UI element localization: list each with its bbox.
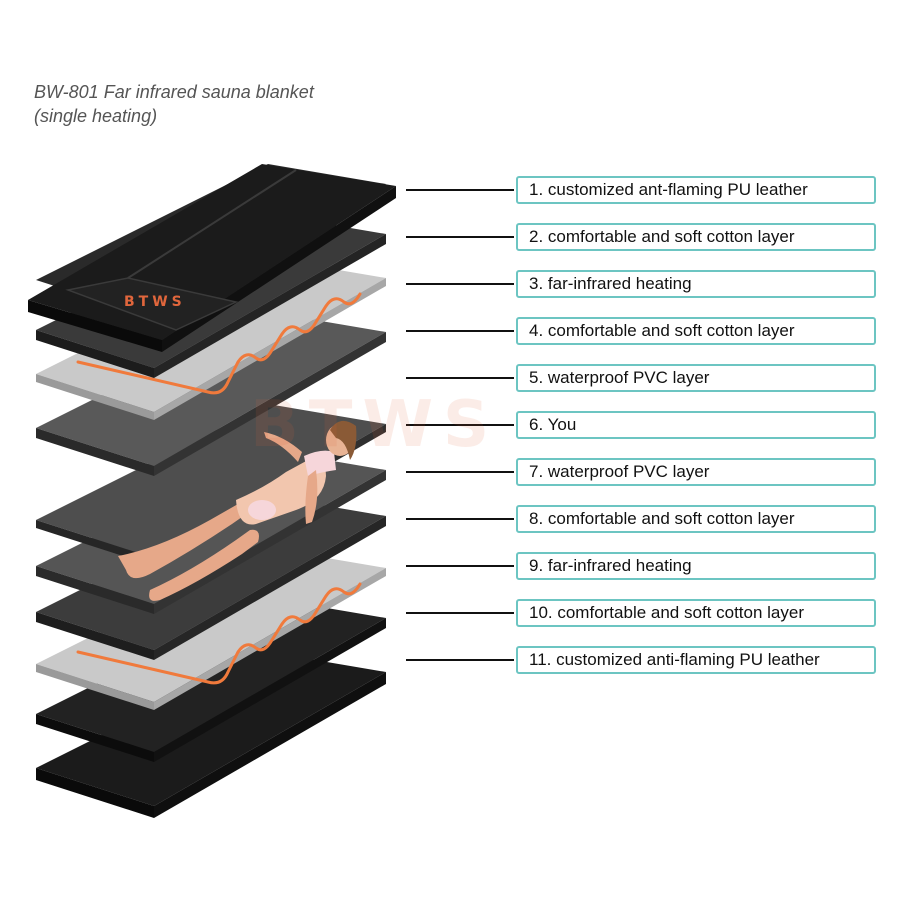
layer-label-10: 10. comfortable and soft cotton layer	[516, 599, 876, 627]
layer-label-6: 6. You	[516, 411, 876, 439]
layer-label-5: 5. waterproof PVC layer	[516, 364, 876, 392]
layer-label-11: 11. customized anti-flaming PU leather	[516, 646, 876, 674]
layer-label-4: 4. comfortable and soft cotton layer	[516, 317, 876, 345]
title-line-1: BW-801 Far infrared sauna blanket	[34, 82, 314, 102]
layer-pvc-5	[36, 312, 386, 476]
diagram-title: BW-801 Far infrared sauna blanket (singl…	[34, 80, 314, 128]
brand-logo: BTWS	[124, 294, 186, 310]
heating-coil-9	[76, 582, 362, 685]
layer-label-8: 8. comfortable and soft cotton layer	[516, 505, 876, 533]
layer-label-7: 7. waterproof PVC layer	[516, 458, 876, 486]
person-figure	[118, 420, 357, 601]
layer-label-2: 2. comfortable and soft cotton layer	[516, 223, 876, 251]
layer-label-3: 3. far-infrared heating	[516, 270, 876, 298]
heating-coil-4	[76, 292, 362, 395]
brand-watermark: BTWS	[250, 388, 499, 462]
title-line-2: (single heating)	[34, 106, 158, 126]
connector-lines	[406, 189, 514, 661]
layer-leather-top: BTWS	[28, 164, 396, 352]
layer-label-9: 9. far-infrared heating	[516, 552, 876, 580]
layer-label-1: 1. customized ant-flaming PU leather	[516, 176, 876, 204]
layer-pvc-with-person	[36, 404, 386, 601]
